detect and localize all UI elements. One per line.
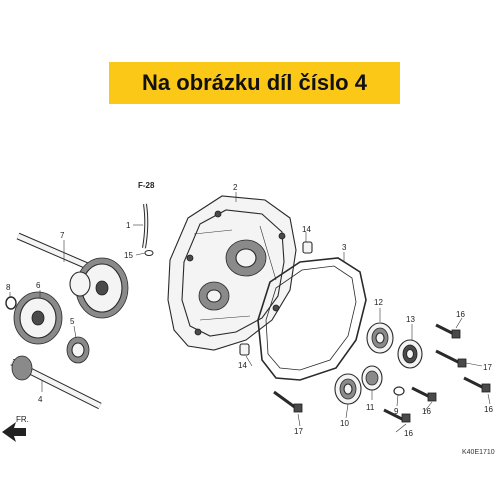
front-direction-arrow xyxy=(2,422,26,442)
callout-16-far-right: 16 xyxy=(484,405,493,414)
diagram-code: K40E1710 xyxy=(462,449,495,456)
part-10-bearing[interactable] xyxy=(334,373,362,405)
part-2-crankcase-cover[interactable] xyxy=(167,195,297,351)
callout-16-upper-right: 16 xyxy=(456,310,465,319)
part-1-hose[interactable] xyxy=(142,203,149,249)
part-8-washer[interactable] xyxy=(5,296,17,310)
callout-15: 15 xyxy=(124,251,133,260)
callout-16-lower: 16 xyxy=(404,429,413,438)
part-14-dowel-pin-upper[interactable] xyxy=(302,241,313,254)
part-7-drive-gear-shaft[interactable] xyxy=(16,232,129,319)
part-15-clip[interactable] xyxy=(144,250,154,256)
part-17-bolt-right[interactable] xyxy=(435,349,467,368)
part-6-gear[interactable] xyxy=(13,291,63,345)
part-4-final-shaft[interactable] xyxy=(10,355,102,410)
part-number-banner: Na obrázku díl číslo 4 xyxy=(109,62,400,104)
part-11-bearing[interactable] xyxy=(361,365,383,391)
callout-14-lower: 14 xyxy=(238,361,247,370)
callout-8: 8 xyxy=(6,283,11,292)
part-16-bolt-middle[interactable] xyxy=(411,386,437,402)
leader-lines xyxy=(9,192,491,433)
part-5-gear[interactable] xyxy=(66,336,90,364)
part-12-bearing[interactable] xyxy=(366,322,394,354)
banner-text: Na obrázku díl číslo 4 xyxy=(142,70,367,95)
front-marker-label: FR. xyxy=(16,415,29,424)
part-16-bolt-far-right[interactable] xyxy=(463,376,491,393)
callout-12: 12 xyxy=(374,298,383,307)
callout-11: 11 xyxy=(366,403,375,412)
callout-13: 13 xyxy=(406,315,415,324)
callout-16-middle: 16 xyxy=(422,407,431,416)
callout-6: 6 xyxy=(36,281,41,290)
callout-1: 1 xyxy=(126,221,131,230)
part-14-dowel-pin-lower[interactable] xyxy=(239,343,250,356)
callout-4: 4 xyxy=(38,395,43,404)
callout-7: 7 xyxy=(60,231,65,240)
callout-2: 2 xyxy=(233,183,238,192)
part-3-gasket[interactable] xyxy=(257,257,367,381)
callout-14-upper: 14 xyxy=(302,225,311,234)
callout-3: 3 xyxy=(342,243,347,252)
callout-10: 10 xyxy=(340,419,349,428)
callout-17-lower-left: 17 xyxy=(294,427,303,436)
callout-9: 9 xyxy=(394,407,399,416)
callout-17-right: 17 xyxy=(483,363,492,372)
part-17-bolt-lower-left[interactable] xyxy=(273,390,303,413)
part-16-bolt-lower[interactable] xyxy=(383,408,411,423)
part-13-oil-seal[interactable] xyxy=(397,339,423,369)
part-9-washer[interactable] xyxy=(393,386,405,396)
reference-label: F-28 xyxy=(138,181,155,190)
part-16-bolt-upper-right[interactable] xyxy=(435,323,461,339)
callout-5: 5 xyxy=(70,317,75,326)
